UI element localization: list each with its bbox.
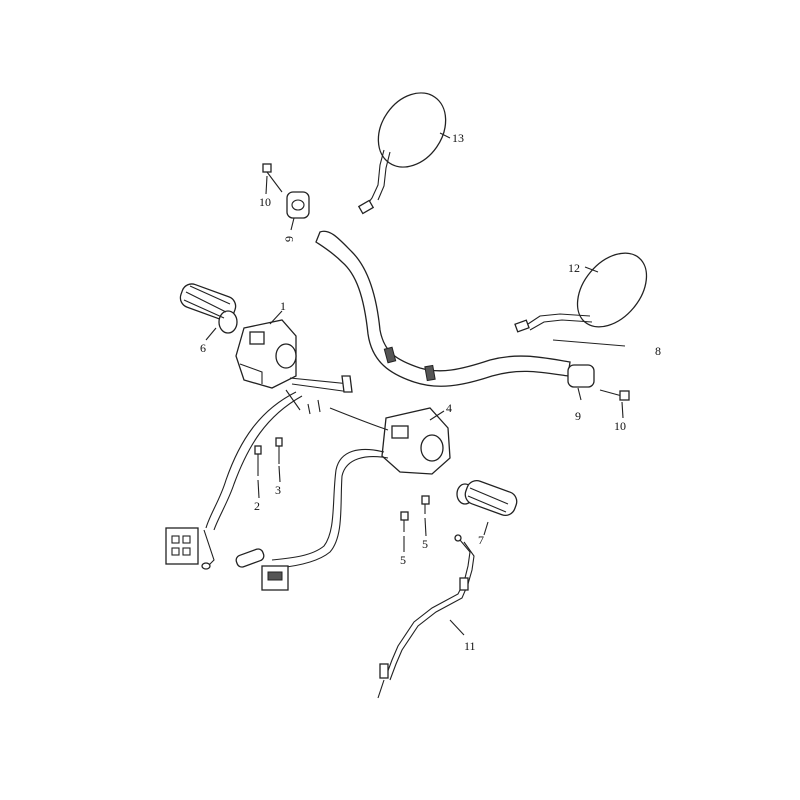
callout-12: 12 [568,261,580,275]
callout-10-top: 10 [259,195,271,209]
grip-left [179,283,238,334]
handlebar [315,230,571,387]
callout-1: 1 [280,299,286,313]
callout-6: 6 [200,341,206,355]
callout-2: 2 [254,499,260,513]
callout-5-left: 5 [400,553,406,567]
bar-end-weight-top [286,191,310,219]
callout-4: 4 [446,401,452,415]
bolt-right [599,389,630,401]
grip-right [456,479,518,517]
screw-5a [400,511,409,532]
switch-housing-left [235,319,297,389]
harness-right [235,448,389,591]
leader-lines [205,132,626,636]
callout-3: 3 [275,483,281,497]
screw-3 [275,437,283,464]
wires-1 [285,377,351,411]
callout-10-right: 10 [614,419,626,433]
terminal-2 [307,399,321,415]
harness-left [165,391,303,570]
callout-9-right: 9 [575,409,581,423]
wires-4 [329,407,389,431]
terminal-1 [341,375,353,393]
callout-9-top: 9 [282,236,296,242]
mirror-left [357,92,447,215]
callout-8: 8 [655,344,661,358]
switch-housing-right [381,407,451,475]
callout-13: 13 [452,131,464,145]
mirror-right [514,252,648,333]
bar-end-weight-right [567,364,595,388]
throttle-cable [377,534,475,699]
screw-5b [421,495,430,514]
screw-2 [254,445,262,476]
bolt-top [262,163,283,193]
callout-5-right: 5 [422,537,428,551]
callout-7: 7 [478,533,484,547]
callout-11: 11 [464,639,476,653]
